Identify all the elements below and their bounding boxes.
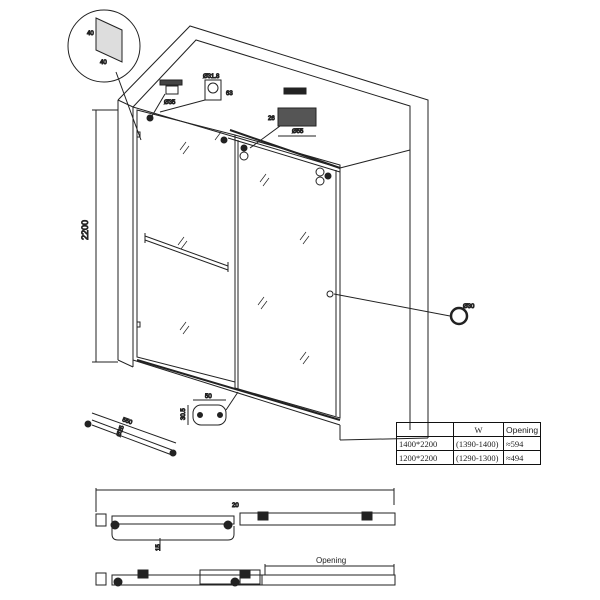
glass-panels (136, 109, 341, 421)
plan-view-open (95, 564, 396, 587)
roller-detail (249, 87, 317, 149)
cell-width: (1290-1300) (453, 450, 504, 465)
towel-bar-detail (84, 412, 177, 457)
header-opening: Opening (502, 422, 542, 437)
cell-width: (1390-1400) (453, 436, 504, 451)
opening-label: Opening (316, 556, 346, 565)
bracket-dim-diameter: Ø31.8 (203, 74, 220, 80)
cell-size: 1400*2200 (396, 436, 454, 451)
plan-dim-gap: 20 (232, 503, 239, 509)
knob-dim: Ø30 (463, 304, 475, 310)
roller-dim-height: 26 (268, 116, 275, 122)
cell-size: 1200*2200 (396, 450, 454, 465)
roller-dim-diameter: Ø55 (292, 129, 304, 135)
height-dimension (92, 109, 118, 363)
towel-bar (144, 233, 229, 272)
inset-dim-height: 40 (87, 31, 94, 37)
glass-reflections (177, 131, 310, 365)
detail-inset-corner (67, 9, 142, 141)
stopper-dim: Ø35 (164, 100, 176, 106)
bracket-dim-height: 63 (226, 91, 233, 97)
plan-dim-offset: 15 (156, 544, 162, 551)
header-width: W (453, 422, 504, 437)
floor-guide-detail (187, 391, 239, 426)
header-size (396, 422, 454, 437)
enclosure-walls (117, 25, 429, 441)
bracket-detail (159, 79, 222, 113)
guide-dim-height: 30.5 (181, 408, 187, 420)
cell-opening: ≈594 (502, 436, 542, 451)
size-spec-table: W Opening 1400*2200 (1390-1400) ≈594 120… (396, 422, 542, 465)
height-label: 2200 (80, 220, 90, 240)
guide-dim-width: 50 (205, 394, 212, 400)
plan-view-closed (95, 488, 396, 550)
door-hardware (136, 114, 334, 328)
towel-bar-length: 550 (121, 417, 133, 426)
towel-bar-diameter: Ø25 (116, 424, 126, 437)
table-row: 1200*2200 (1290-1300) ≈494 (396, 450, 542, 465)
table-row: 1400*2200 (1390-1400) ≈594 (396, 436, 542, 451)
table-header-row: W Opening (396, 422, 542, 437)
knob-detail (333, 293, 469, 326)
cell-opening: ≈494 (502, 450, 542, 465)
inset-dim-width: 40 (100, 60, 107, 66)
stopper-detail (151, 79, 183, 117)
